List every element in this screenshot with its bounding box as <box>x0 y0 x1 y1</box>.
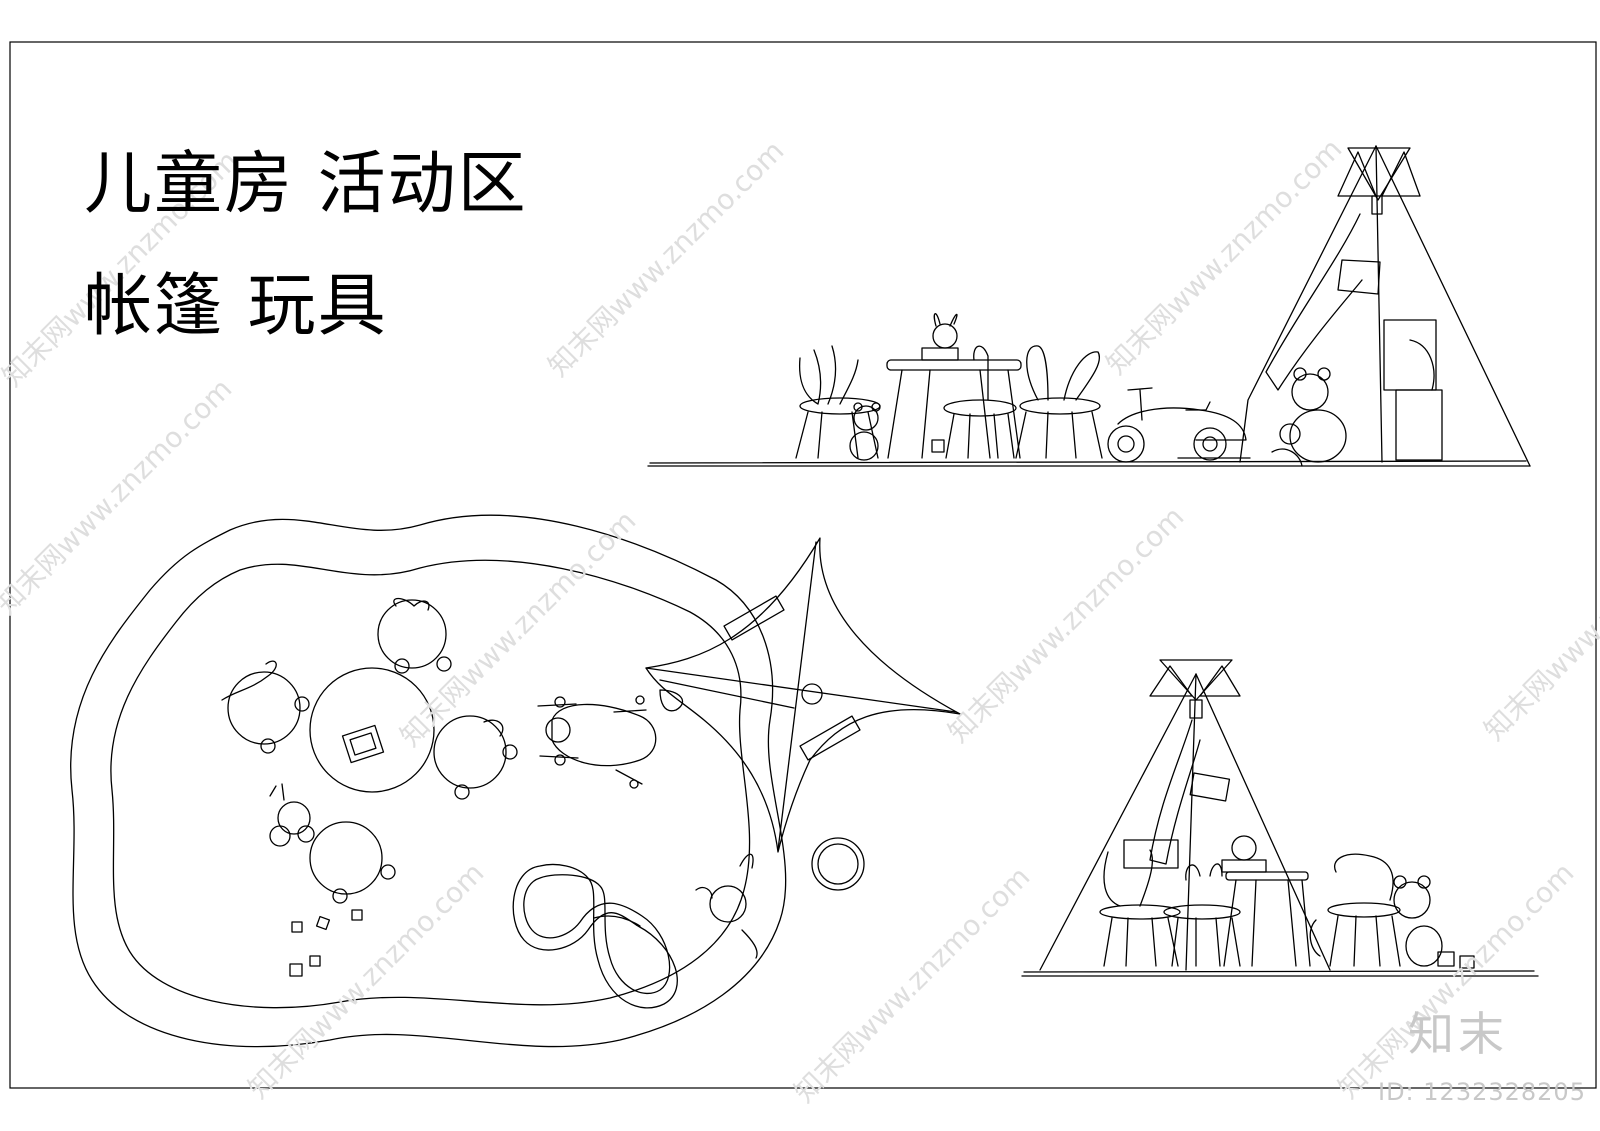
chair-plan-right <box>433 715 518 800</box>
watermark-text: 知末网www.znzmo.com <box>242 856 491 1105</box>
tipi-tent-side <box>1239 145 1531 467</box>
train-track-plan <box>512 863 678 1009</box>
image-id-label: ID: 1232328205 <box>1378 1078 1586 1106</box>
watermark-text: 知末网www.znzmo.com <box>0 372 238 621</box>
watermark-text: 知末网www.znzmo.com <box>1332 856 1581 1105</box>
watermark-text: 知末网www.znzmo.com <box>1478 498 1600 747</box>
teddy-bear-small <box>849 402 881 461</box>
bunny-chair <box>1015 345 1103 459</box>
elevation-side-view <box>647 145 1531 467</box>
sheet-border <box>9 41 1597 1089</box>
ride-on-car-plan <box>537 695 657 789</box>
title-line-2: 帐篷 玩具 <box>84 267 388 346</box>
tipi-tent-plan <box>645 537 961 853</box>
toy-drum-plan <box>811 837 865 891</box>
elevation-front-view <box>1021 659 1539 977</box>
chair-plan-bottom <box>309 821 396 904</box>
title-line-1: 儿童房 活动区 <box>84 145 528 224</box>
round-table-plan <box>309 667 435 793</box>
ride-on-toy-car <box>1107 387 1251 463</box>
plan-view <box>70 514 961 1048</box>
round-table-elevation <box>886 313 1022 459</box>
watermark-text: 知末网www.znzmo.com <box>788 860 1037 1109</box>
toy-blocks-plan <box>289 909 363 977</box>
watermark-text: 知末网www.znzmo.com <box>942 500 1191 749</box>
watermark-text: 知末网www.znzmo.com <box>394 504 643 753</box>
antler-chair-left <box>795 345 881 459</box>
stuffed-animals-plan <box>695 853 758 959</box>
watermark-text: 知末网www.znzmo.com <box>542 134 791 383</box>
rug-inner <box>110 559 751 1009</box>
brand-logo: 知末 <box>1408 1007 1508 1061</box>
teddy-bear-plan <box>269 783 315 847</box>
antler-chair-middle <box>931 345 1017 459</box>
rug-outer <box>70 514 787 1048</box>
chair-plan-left <box>221 660 310 754</box>
chair-plan-top <box>377 597 452 674</box>
